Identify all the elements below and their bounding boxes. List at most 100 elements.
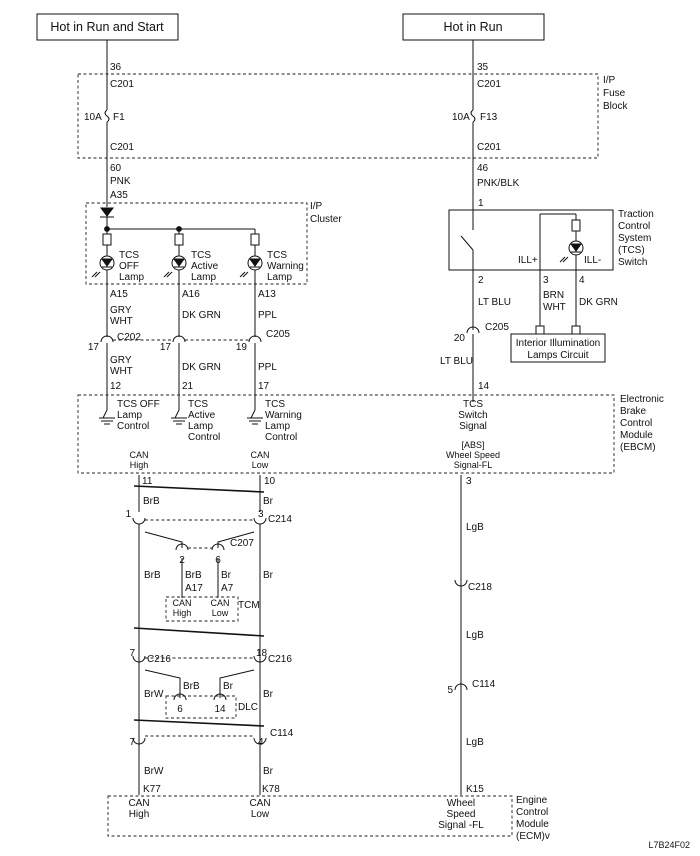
c114-pin7: 7 xyxy=(129,737,135,748)
lamp-active-line3: Lamp xyxy=(191,272,216,283)
dlc-wire-brb: BrB xyxy=(183,681,200,692)
ebcm-can-low-2: Low xyxy=(252,460,269,470)
ecm-name-3: Module xyxy=(516,819,549,830)
switch-name-5: Switch xyxy=(618,257,647,268)
ebcm-off-ctrl-3: Control xyxy=(117,421,149,432)
illum-line2: Lamps Circuit xyxy=(527,350,588,361)
dlc-pin6: 6 xyxy=(177,704,183,715)
ebcm-name-1: Electronic xyxy=(620,394,664,405)
f13-pin-in: 35 xyxy=(477,62,489,73)
can-wire-br-3: Br xyxy=(263,689,274,700)
ws-wire-lgb-2: LgB xyxy=(466,630,484,641)
wheel-speed-wiring: LgB C218 LgB 5 C114 LgB xyxy=(447,475,496,795)
c114-pin4: 4 xyxy=(258,737,264,748)
ws-wire-lgb-1: LgB xyxy=(466,522,484,533)
connector-icon xyxy=(175,543,189,551)
ebcm-can-high-2: High xyxy=(130,460,149,470)
switch-wire3-1: BRN xyxy=(543,290,564,301)
switch-name-4: (TCS) xyxy=(618,245,645,256)
interior-illumination-box xyxy=(510,333,606,363)
off-wire-lower-1: GRY xyxy=(110,355,132,366)
lamp-active-line2: Active xyxy=(191,261,219,272)
switch-name-2: Control xyxy=(618,221,650,232)
fuse-block: I/P Fuse Block 36 C201 10A F1 C201 60 PN… xyxy=(77,40,628,248)
switch-pin1: 1 xyxy=(478,198,484,209)
light-rays-icon xyxy=(239,271,249,278)
connector-icon xyxy=(454,683,468,691)
c205-pin-active: 17 xyxy=(160,342,172,353)
f1-pin-in: 36 xyxy=(110,62,122,73)
led-icon xyxy=(570,243,582,252)
can-wire-br-4: Br xyxy=(263,766,274,777)
can-wire-brw-2: BrW xyxy=(144,766,164,777)
f1-pin-out: 60 xyxy=(110,163,122,174)
ebcm-can-low-1: CAN xyxy=(250,450,269,460)
ecm-ws-2: Speed xyxy=(447,809,476,820)
fuse-f13-symbol xyxy=(470,109,476,123)
switch-wire2: LT BLU xyxy=(478,297,511,308)
tcm-wire-br: Br xyxy=(221,570,232,581)
ecm-ws-3: Signal -FL xyxy=(438,820,484,831)
ecm-can-high-1: CAN xyxy=(128,798,149,809)
tcm-pin-a17: A17 xyxy=(185,583,203,594)
ebcm-warn-ctrl-2: Warning xyxy=(265,410,302,421)
figure-code: L7B24F02 xyxy=(648,840,690,850)
off-wire-lower-2: WHT xyxy=(110,366,133,377)
can-bus-wiring: 11 10 3 BrB Br 1 3 C214 2 6 C207 BrB xyxy=(125,475,472,795)
c205-pin-warning: 19 xyxy=(236,342,248,353)
fuse-block-name-2: Fuse xyxy=(603,88,626,99)
c218-name: C218 xyxy=(468,582,492,593)
tcm-can-low-1: CAN xyxy=(210,598,229,608)
c114-name: C114 xyxy=(270,728,294,739)
ebcm-sw-sig-1: TCS xyxy=(463,399,483,410)
switch-name-3: System xyxy=(618,233,651,244)
can-wire-br-2: Br xyxy=(263,570,274,581)
dlc-wire-br: Br xyxy=(223,681,234,692)
dlc-name: DLC xyxy=(238,702,258,713)
c214-name: C214 xyxy=(268,514,292,525)
light-rays-icon xyxy=(163,271,173,278)
ebcm-abs-2: Wheel Speed xyxy=(446,450,500,460)
connector-icon xyxy=(211,543,225,551)
switch-pin3: 3 xyxy=(543,275,549,286)
ebcm-pin-ws: 3 xyxy=(466,476,472,487)
power-left-label: Hot in Run and Start xyxy=(50,20,164,34)
ebcm-module: Electronic Brake Control Module (EBCM) T… xyxy=(77,394,664,474)
ecm-can-high-2: High xyxy=(129,809,150,820)
connector-icon xyxy=(466,326,480,334)
ebcm-abs-1: [ABS] xyxy=(461,440,484,450)
ground-icon xyxy=(171,409,187,425)
led-icon xyxy=(173,258,185,267)
c205-switch-pin: 20 xyxy=(454,333,466,344)
c216-name-left: C216 xyxy=(147,654,171,665)
tcm-module: CAN High CAN Low TCM xyxy=(165,596,260,622)
lamp-active-pin: A16 xyxy=(182,289,200,300)
switch-lt-blu-lower: LT BLU xyxy=(440,356,473,367)
tcm-pin-a7: A7 xyxy=(221,583,234,594)
lamp-warning-wire: PPL xyxy=(258,310,277,321)
lamp-warning-line3: Lamp xyxy=(267,272,292,283)
lamp-off-line1: TCS xyxy=(119,250,139,261)
ecm-can-low-2: Low xyxy=(251,809,270,820)
tcm-can-high-2: High xyxy=(173,608,192,618)
fuse-block-name-3: Block xyxy=(603,101,628,112)
f1-rating: 10A xyxy=(84,112,102,123)
tcm-can-low-2: Low xyxy=(212,608,229,618)
tcs-switch: Traction Control System (TCS) Switch 1 2… xyxy=(448,198,654,363)
can-wire-brw-1: BrW xyxy=(144,689,164,700)
tcs-warning-lamp: TCS Warning Lamp A13 PPL xyxy=(239,229,304,337)
power-right-label: Hot in Run xyxy=(443,20,502,34)
lamp-warning-line2: Warning xyxy=(267,261,304,272)
lamp-off-wire1: GRY xyxy=(110,305,132,316)
connector-icon xyxy=(253,655,267,663)
ebcm-act-ctrl-3: Lamp xyxy=(188,421,213,432)
ebcm-name-3: Control xyxy=(620,418,652,429)
connector-icon xyxy=(454,579,468,587)
connector-icon xyxy=(248,335,262,343)
f13-name: F13 xyxy=(480,112,498,123)
ebcm-act-ctrl-2: Active xyxy=(188,410,216,421)
ebcm-warn-ctrl-3: Lamp xyxy=(265,421,290,432)
active-ebcm-pin: 21 xyxy=(182,381,194,392)
ebcm-can-high-1: CAN xyxy=(129,450,148,460)
